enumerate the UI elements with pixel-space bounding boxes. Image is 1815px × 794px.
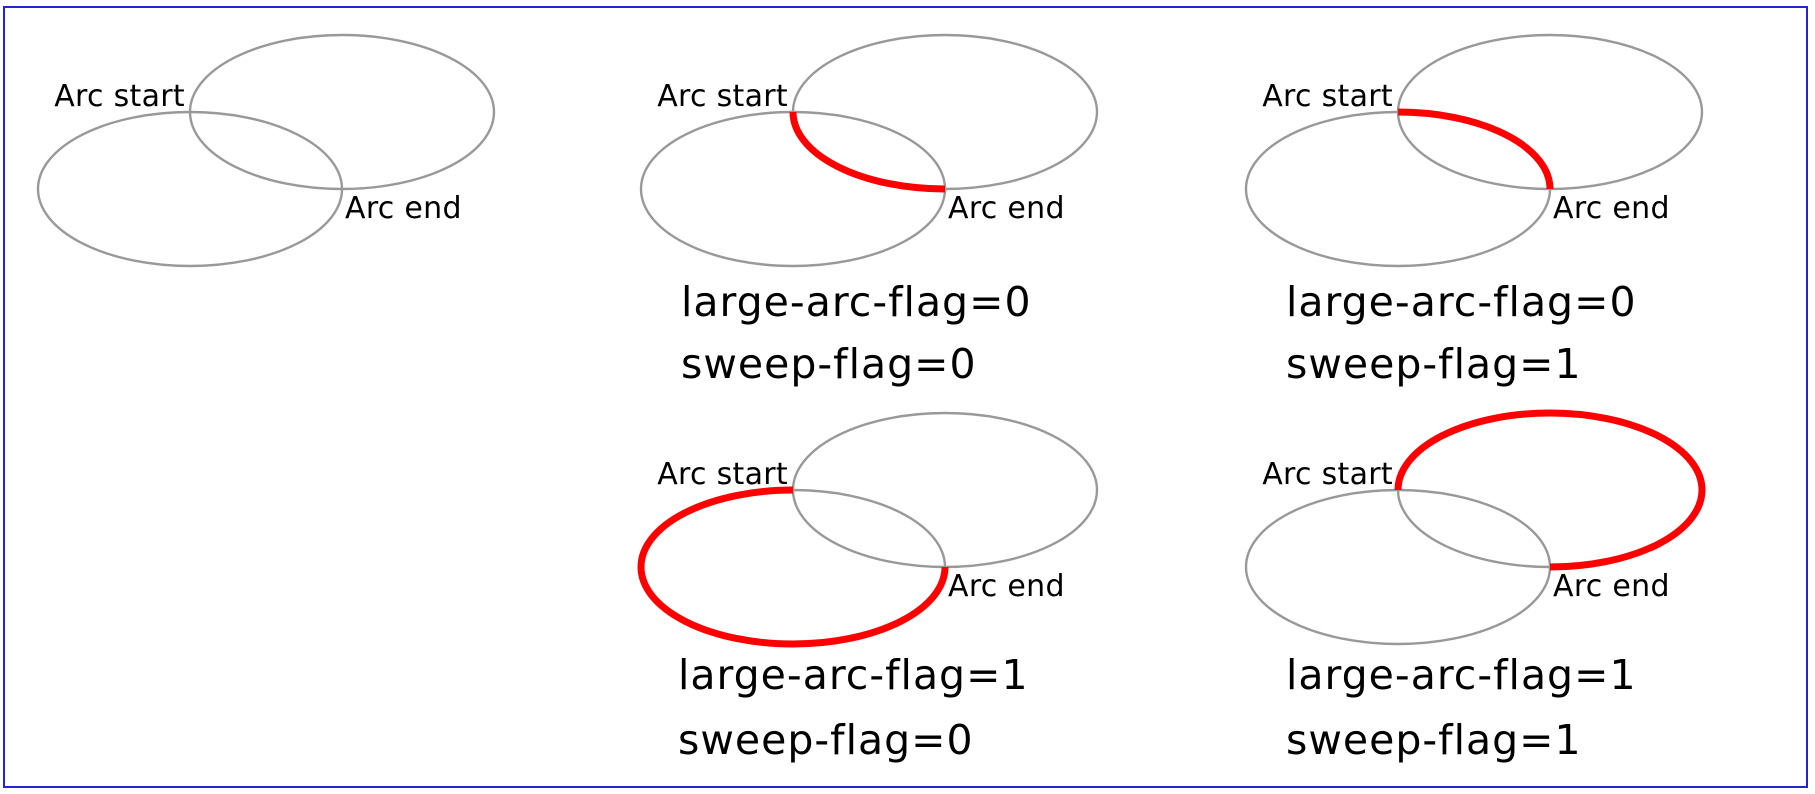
upper-right-ellipse — [188, 33, 496, 191]
lower-left-ellipse — [1244, 488, 1552, 646]
arc-end-label: Arc end — [1553, 569, 1670, 604]
red-arc-path — [1397, 108, 1554, 190]
red-arc-path — [789, 111, 946, 193]
arc-start-label: Arc start — [1262, 79, 1393, 114]
arc-end-label: Arc end — [948, 569, 1065, 604]
flag-caption-line: large-arc-flag=1 — [678, 651, 1029, 699]
flag-caption-line: large-arc-flag=1 — [1286, 651, 1637, 699]
flag-caption-line: large-arc-flag=0 — [681, 278, 1032, 326]
arc-start-label: Arc start — [1262, 457, 1393, 492]
figure-border-frame — [3, 6, 1808, 788]
arc-start-label: Arc start — [657, 79, 788, 114]
arc-end-label: Arc end — [345, 191, 462, 226]
arc-end-label: Arc end — [948, 191, 1065, 226]
flag-caption-line: sweep-flag=1 — [1286, 340, 1582, 388]
flag-caption-line: sweep-flag=1 — [1286, 716, 1582, 764]
red-arc-path — [1394, 409, 1706, 571]
upper-right-ellipse — [791, 411, 1099, 569]
arc-start-label: Arc start — [54, 79, 185, 114]
lower-left-ellipse — [36, 110, 344, 268]
flag-caption-line: sweep-flag=0 — [678, 716, 974, 764]
flag-caption-line: large-arc-flag=0 — [1286, 278, 1637, 326]
arc-end-label: Arc end — [1553, 191, 1670, 226]
flag-caption-line: sweep-flag=0 — [681, 340, 977, 388]
red-arc-path — [637, 486, 949, 648]
arc-start-label: Arc start — [657, 457, 788, 492]
